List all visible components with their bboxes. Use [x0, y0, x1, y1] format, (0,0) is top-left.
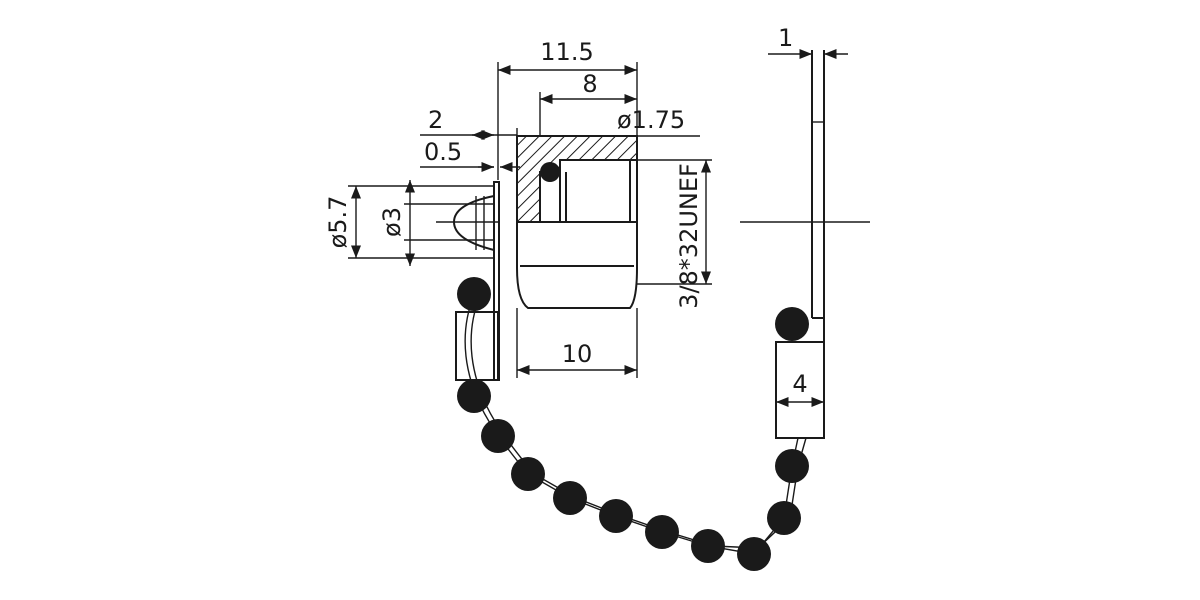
- ball-chain: [457, 277, 809, 571]
- dim-0-5: 0.5: [424, 138, 462, 166]
- dimension-lines: [348, 48, 848, 408]
- hatched-section: [516, 135, 638, 223]
- chain-ball: [775, 449, 809, 483]
- chain-ball: [457, 379, 491, 413]
- dim-2: 2: [428, 106, 443, 134]
- dim-1-75: ø1.75: [617, 106, 685, 134]
- left-tab: [452, 181, 500, 381]
- dim-3: ø3: [378, 207, 406, 237]
- right-strap: [775, 50, 825, 439]
- chain-ball: [599, 499, 633, 533]
- dim-11-5: 11.5: [540, 38, 593, 66]
- dim-5-7: ø5.7: [324, 196, 352, 249]
- chain-ball: [691, 529, 725, 563]
- dim-8: 8: [582, 70, 597, 98]
- dimension-labels: 11.5 8 ø1.75 2 0.5 ø5.7 ø3 3/8*32UNEF 10…: [324, 24, 808, 398]
- chain-ball: [737, 537, 771, 571]
- dim-1: 1: [778, 24, 793, 52]
- chain-ball: [775, 307, 809, 341]
- chain-ball: [553, 481, 587, 515]
- dim-4: 4: [792, 370, 807, 398]
- dim-10: 10: [562, 340, 593, 368]
- o-ring: [540, 162, 560, 182]
- chain-ball: [481, 419, 515, 453]
- chain-ball: [457, 277, 491, 311]
- cap-body: [516, 135, 638, 309]
- chain-ball: [511, 457, 545, 491]
- chain-ball: [645, 515, 679, 549]
- chain-ball: [767, 501, 801, 535]
- dim-thread: 3/8*32UNEF: [675, 163, 703, 309]
